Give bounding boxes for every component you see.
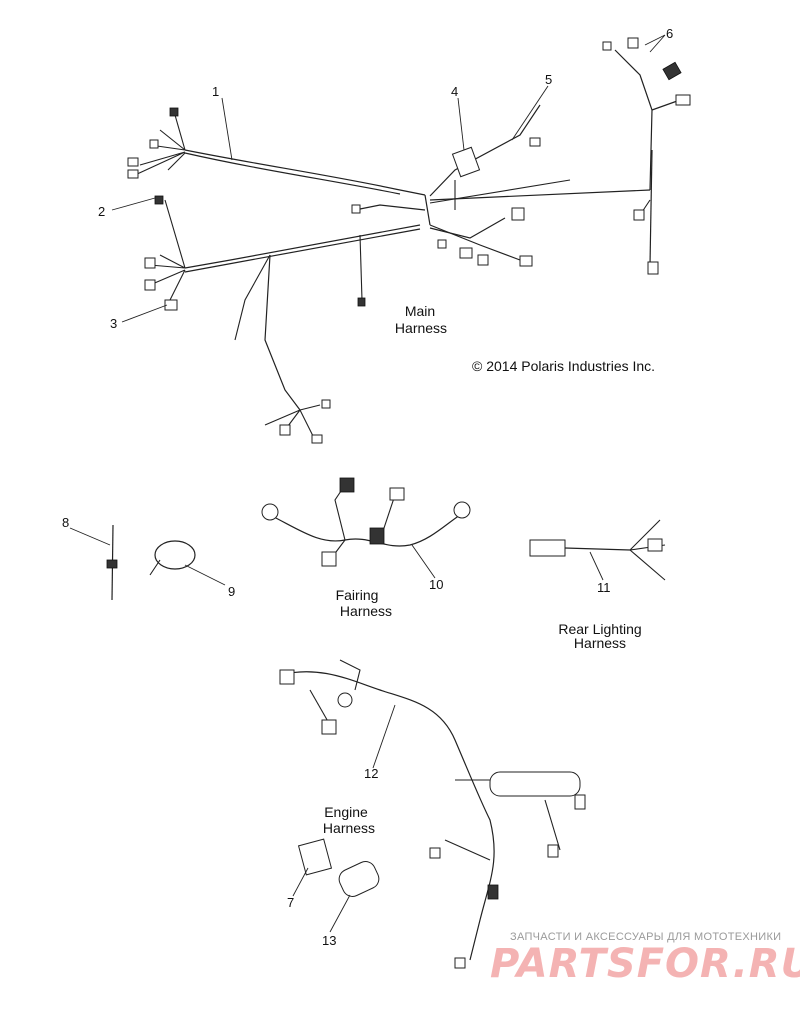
- main-harness-drawing: [127, 37, 691, 444]
- callout-numbers: 1 2 3 4 5 6 7 8 9 10 11 12 13: [62, 26, 673, 948]
- rear-lighting-harness-label-line1: Rear Lighting: [558, 621, 641, 637]
- watermark-tagline: ЗАПЧАСТИ И АКСЕССУАРЫ ДЛЯ МОТОТЕХНИКИ: [510, 931, 781, 943]
- engine-harness-label-line1: Engine: [324, 804, 368, 820]
- fairing-harness-label-line2: Harness: [340, 603, 392, 619]
- rear-lighting-harness-drawing: [529, 519, 666, 581]
- callout-12: 12: [364, 766, 378, 781]
- copyright-notice: © 2014 Polaris Industries Inc.: [472, 358, 655, 374]
- watermark-logo: PARTSFOR.RU: [490, 941, 800, 987]
- callout-4: 4: [451, 84, 458, 99]
- section-labels: Main Harness Fairing Harness Rear Lighti…: [323, 303, 642, 836]
- callout-7: 7: [287, 895, 294, 910]
- callout-13: 13: [322, 933, 336, 948]
- callout-3: 3: [110, 316, 117, 331]
- rear-lighting-harness-label-line2: Harness: [574, 635, 626, 651]
- callout-2: 2: [98, 204, 105, 219]
- callout-9: 9: [228, 584, 235, 599]
- main-harness-label-line2: Harness: [395, 320, 447, 336]
- fairing-harness-drawing: [261, 477, 471, 567]
- engine-harness-drawing: [279, 659, 586, 969]
- callout-5: 5: [545, 72, 552, 87]
- main-harness-label-line1: Main: [405, 303, 435, 319]
- callout-11: 11: [597, 580, 611, 595]
- fairing-harness-label-line1: Fairing: [336, 587, 379, 603]
- callout-1: 1: [212, 84, 219, 99]
- callout-8: 8: [62, 515, 69, 530]
- callout-leaders: [69, 34, 666, 933]
- callout-10: 10: [429, 577, 443, 592]
- watermark: ЗАПЧАСТИ И АКСЕССУАРЫ ДЛЯ МОТОТЕХНИКИ PA…: [490, 931, 800, 987]
- engine-harness-label-line2: Harness: [323, 820, 375, 836]
- callout-6: 6: [666, 26, 673, 41]
- small-parts-drawing: [106, 524, 196, 601]
